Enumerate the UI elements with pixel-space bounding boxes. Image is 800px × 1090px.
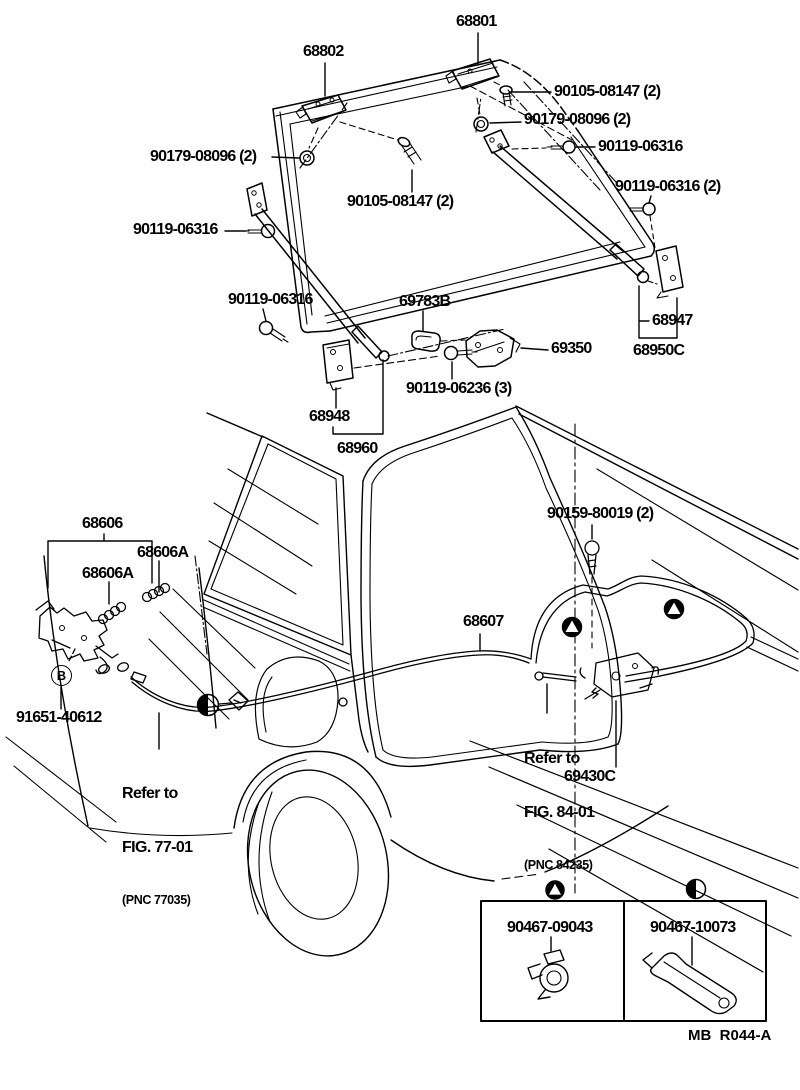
part-label-90119-06316-lower: 90119-06316: [228, 291, 313, 308]
spring-icon: [97, 582, 171, 625]
gas-stay-right: [483, 129, 658, 285]
clip-69783B-icon: [411, 330, 466, 352]
part-label-90105-08147-left: 90105-08147 (2): [347, 193, 454, 210]
part-label-90119-06236: 90119-06236 (3): [406, 380, 512, 397]
part-label-68801: 68801: [456, 13, 497, 30]
part-label-68606A-lower: 68606A: [82, 565, 134, 582]
refer-note-fig-84-01: Refer to FIG. 84-01 (PNC 84235): [524, 714, 595, 908]
part-label-69430C: 69430C: [564, 768, 616, 785]
refer-line: FIG. 77-01: [122, 839, 193, 856]
hinge-68802-icon: [295, 94, 399, 149]
part-label-90105-08147-right: 90105-08147 (2): [554, 83, 661, 100]
part-label-90159-80019: 90159-80019 (2): [547, 505, 654, 522]
part-label-68948: 68948: [309, 408, 350, 425]
part-label-68607: 68607: [463, 613, 504, 630]
flange-bolt-icon: [243, 140, 656, 361]
clamp-90467-09043-icon: [527, 949, 569, 1000]
refer-line: (PNC 77035): [122, 893, 191, 907]
part-label-68960: 68960: [337, 440, 378, 457]
stud-bolt-icon: [397, 85, 513, 165]
refer-line: Refer to: [122, 785, 178, 802]
circled-b-icon: B: [51, 665, 72, 686]
part-label-90119-06316-right-upper: 90119-06316: [598, 138, 683, 155]
part-label-68802: 68802: [303, 43, 344, 60]
part-label-90179-08096-left: 90179-08096 (2): [150, 148, 257, 165]
triangle-marker-icon: [561, 598, 685, 638]
nut-icon: [299, 116, 489, 166]
part-label-91651-40612: 91651-40612: [16, 709, 102, 726]
part-label-90119-06316-left: 90119-06316: [133, 221, 218, 238]
half-circle-marker-icon: [196, 693, 232, 717]
bracket-68947-icon: [655, 245, 684, 299]
tailgate-frame: [272, 59, 655, 334]
lock-control-68606-icon: [35, 600, 119, 675]
refer-line: (PNC 84235): [524, 858, 593, 872]
part-label-90179-08096-right: 90179-08096 (2): [524, 111, 631, 128]
part-label-68947: 68947: [652, 312, 693, 329]
part-label-68606: 68606: [82, 515, 123, 532]
car-body-outline: [5, 405, 799, 973]
latch-69430C-icon: [579, 652, 660, 700]
bracket-68948-icon: [322, 328, 506, 391]
drawing-code: MB R044-A: [688, 1027, 772, 1044]
part-label-69350: 69350: [551, 340, 592, 357]
legend-box: [480, 878, 767, 1022]
screw-90159-icon: [584, 540, 600, 649]
cable-clamp-icon: [228, 691, 249, 711]
part-label-90119-06316-right-lower: 90119-06316 (2): [615, 178, 721, 195]
part-label-68606A-upper: 68606A: [137, 544, 189, 561]
legend-part-label-90467-10073: 90467-10073: [650, 919, 736, 936]
clamp-90467-10073-icon: [642, 952, 737, 1015]
refer-line: FIG. 84-01: [524, 804, 595, 821]
leader-lines: [47, 32, 693, 966]
striker-69350-icon: [465, 329, 521, 368]
refer-line: Refer to: [524, 750, 580, 767]
refer-note-fig-77-01: Refer to FIG. 77-01 (PNC 77035): [122, 749, 193, 943]
part-label-68950C: 68950C: [633, 342, 685, 359]
cable-68607: [98, 575, 755, 713]
hinge-68801-icon: [445, 58, 503, 116]
part-label-69783B: 69783B: [399, 293, 451, 310]
legend-part-label-90467-09043: 90467-09043: [507, 919, 593, 936]
